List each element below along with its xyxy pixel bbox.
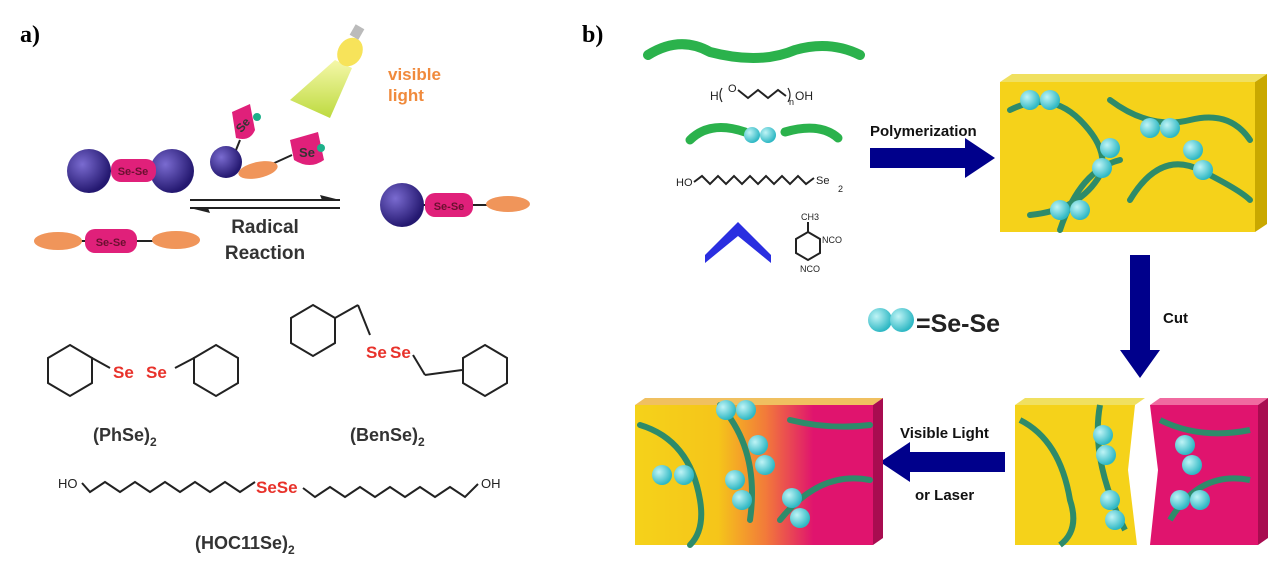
- svg-text:CH3: CH3: [801, 212, 819, 222]
- tdi-formula: CH3 NCO NCO: [795, 212, 842, 274]
- svg-text:NCO: NCO: [800, 264, 820, 274]
- diselenide-chain-icon: [685, 123, 843, 145]
- svg-text:n: n: [789, 97, 794, 107]
- bense2-name: (BenSe)2: [350, 425, 425, 449]
- se-atom: Se: [390, 343, 411, 362]
- svg-text:2: 2: [838, 184, 843, 194]
- cut-arrow: [1120, 255, 1160, 378]
- cut-block-left: [1015, 398, 1145, 548]
- svg-text:H: H: [710, 89, 719, 103]
- ptmg-formula: H O n OH: [710, 83, 813, 107]
- phse2-name: (PhSe)2: [93, 425, 157, 449]
- chevron-crosslinker-icon: [705, 222, 771, 263]
- reactant-ellipse-diselenide: Se-Se: [34, 229, 200, 253]
- se-atom: Se: [146, 363, 167, 382]
- product-mixed-diselenide: Se-Se: [380, 183, 530, 227]
- se-se-atoms: SeSe: [256, 478, 298, 497]
- radical-reaction-text-1: Radical: [231, 217, 299, 238]
- diselenide-diol-formula: HO Se 2: [676, 174, 843, 194]
- se-se-label: Se-Se: [434, 201, 465, 213]
- visible-light-text-2: light: [388, 86, 424, 105]
- svg-text:HO: HO: [676, 177, 693, 189]
- se-radical-label: Se: [299, 145, 315, 160]
- se-atom: Se: [113, 363, 134, 382]
- reactant-sphere-diselenide: Se-Se: [67, 149, 194, 193]
- healing-arrow: [880, 442, 1005, 482]
- phse2-structure: Se Se: [47, 343, 239, 398]
- bead-icon: [890, 308, 914, 332]
- polymerization-arrow: [870, 138, 995, 178]
- cut-label: Cut: [1163, 310, 1188, 327]
- bead-icon: [868, 308, 892, 332]
- svg-text:NCO: NCO: [822, 235, 842, 245]
- polymer-network-block: [1000, 74, 1267, 233]
- panel-a-label: a): [20, 22, 40, 48]
- svg-text:O: O: [728, 83, 737, 95]
- ho-group: HO: [58, 476, 78, 491]
- se-se-label: Se-Se: [118, 166, 149, 178]
- equilibrium-arrows: [190, 195, 340, 213]
- se-se-label: Se-Se: [96, 237, 127, 249]
- legend-label: =Se-Se: [916, 310, 1000, 338]
- healed-block: [635, 398, 883, 548]
- bense2-structure: Se Se: [290, 303, 508, 398]
- oh-group: OH: [481, 476, 501, 491]
- radical-reaction-text-2: Reaction: [225, 243, 305, 264]
- polymerization-label: Polymerization: [870, 123, 977, 140]
- visible-light-text-1: visible: [388, 65, 441, 84]
- se-atom: Se: [366, 343, 387, 362]
- hoc11se2-structure: HO SeSe OH: [58, 476, 501, 499]
- selenium-radicals: Se Se: [210, 104, 325, 179]
- hoc11se2-name: (HOC11Se)2: [195, 533, 295, 557]
- ptmg-chain-icon: [643, 39, 865, 63]
- or-laser-label: or Laser: [915, 487, 974, 504]
- panel-b-label: b): [582, 22, 603, 48]
- cut-block-right: [1150, 398, 1268, 545]
- svg-text:OH: OH: [795, 89, 813, 103]
- light-bulb-icon: [290, 24, 365, 118]
- svg-text:Se: Se: [816, 175, 829, 187]
- se-se-legend: =Se-Se: [868, 308, 1000, 338]
- visible-light-label: Visible Light: [900, 425, 989, 442]
